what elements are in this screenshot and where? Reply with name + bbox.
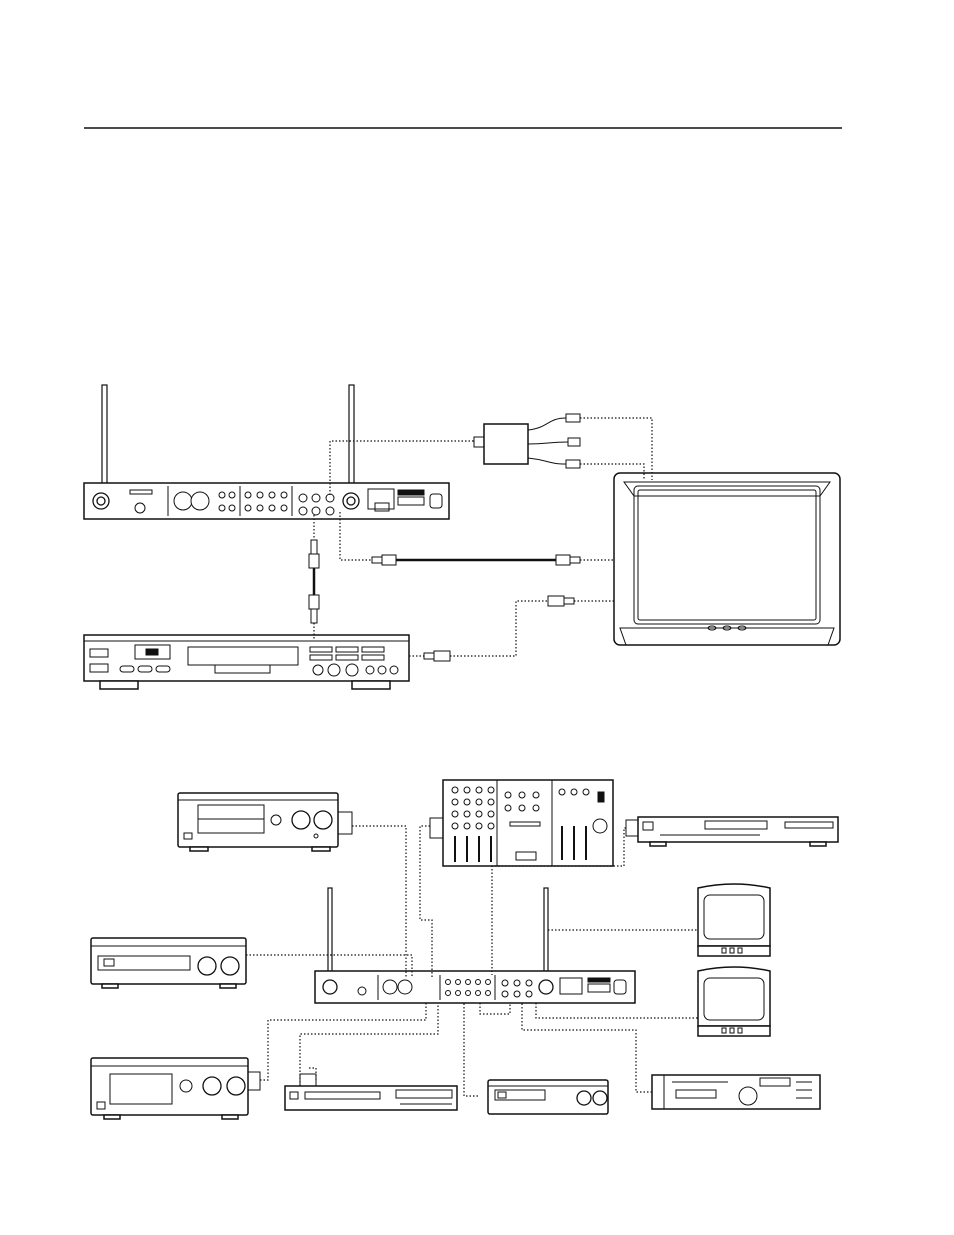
bottom-diagram xyxy=(91,780,838,1119)
top-connections xyxy=(309,418,652,661)
amplifier-icon xyxy=(178,793,352,851)
cassette-deck-icon xyxy=(488,1080,608,1114)
tuner-icon xyxy=(91,938,246,988)
wireless-receiver-icon xyxy=(84,385,449,519)
mixer-icon xyxy=(430,780,613,866)
monitor-icon xyxy=(698,884,770,956)
monitor-icon xyxy=(698,967,770,1036)
rca-splitter-icon xyxy=(474,414,580,468)
dvd-player-icon xyxy=(626,817,838,846)
dvd-player-icon xyxy=(84,635,409,689)
top-diagram xyxy=(84,385,840,689)
tv-icon xyxy=(614,473,840,645)
cd-player-icon xyxy=(285,1074,457,1110)
wireless-receiver-icon xyxy=(315,888,635,1003)
dual-cd-player-icon xyxy=(652,1075,820,1109)
amplifier-icon xyxy=(91,1058,260,1119)
